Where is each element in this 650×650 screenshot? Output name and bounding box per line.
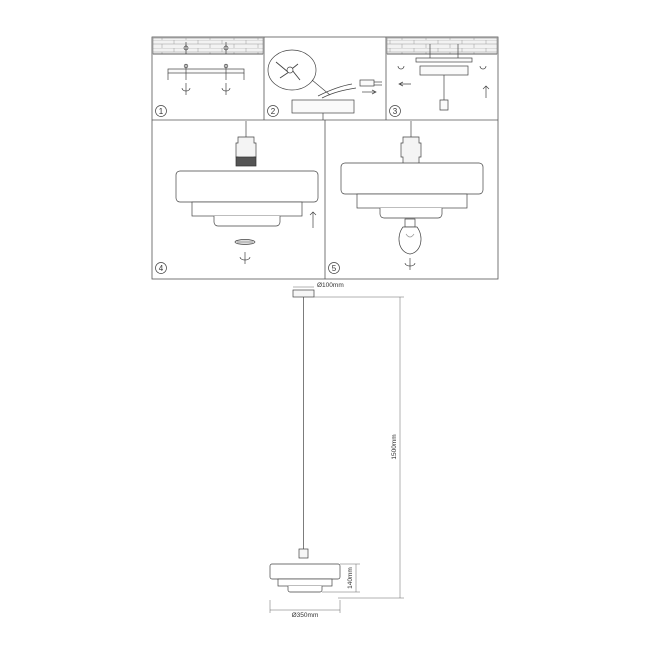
step-3-number: 3 xyxy=(393,107,398,116)
canopy-diameter-label: Ø100mm xyxy=(317,282,344,289)
step-4-badge xyxy=(155,262,167,274)
step-2-number: 2 xyxy=(271,107,276,116)
shade-top-tier xyxy=(269,563,341,580)
step-4-panel: 4 xyxy=(155,121,319,274)
step-2-panel: 2 xyxy=(267,49,382,120)
step-5-badge xyxy=(328,262,340,274)
step-5-number: 5 xyxy=(332,264,337,273)
canopy xyxy=(292,289,315,298)
dimension-drawing: Ø100mm 1500mm 140mm Ø350mm xyxy=(269,282,404,619)
step-3-panel: 3 xyxy=(386,37,498,117)
instruction-grid xyxy=(151,36,499,280)
shade-diameter-label: Ø350mm xyxy=(292,612,319,619)
ceiling-brick xyxy=(152,37,264,55)
ceiling-brick xyxy=(386,37,498,55)
shade-bottom-tier xyxy=(287,586,323,593)
step-3-badge xyxy=(389,105,401,117)
shade-height-label: 140mm xyxy=(347,567,354,589)
step-2-badge xyxy=(267,105,279,117)
step-5-panel: 5 xyxy=(328,121,484,274)
step-1-badge xyxy=(155,105,167,117)
step-1-panel: 1 xyxy=(152,37,264,117)
shade-middle-tier xyxy=(277,578,333,587)
step-4-number: 4 xyxy=(159,264,164,273)
step-1-number: 1 xyxy=(159,107,164,116)
drop-length-label: 1500mm xyxy=(391,434,398,459)
